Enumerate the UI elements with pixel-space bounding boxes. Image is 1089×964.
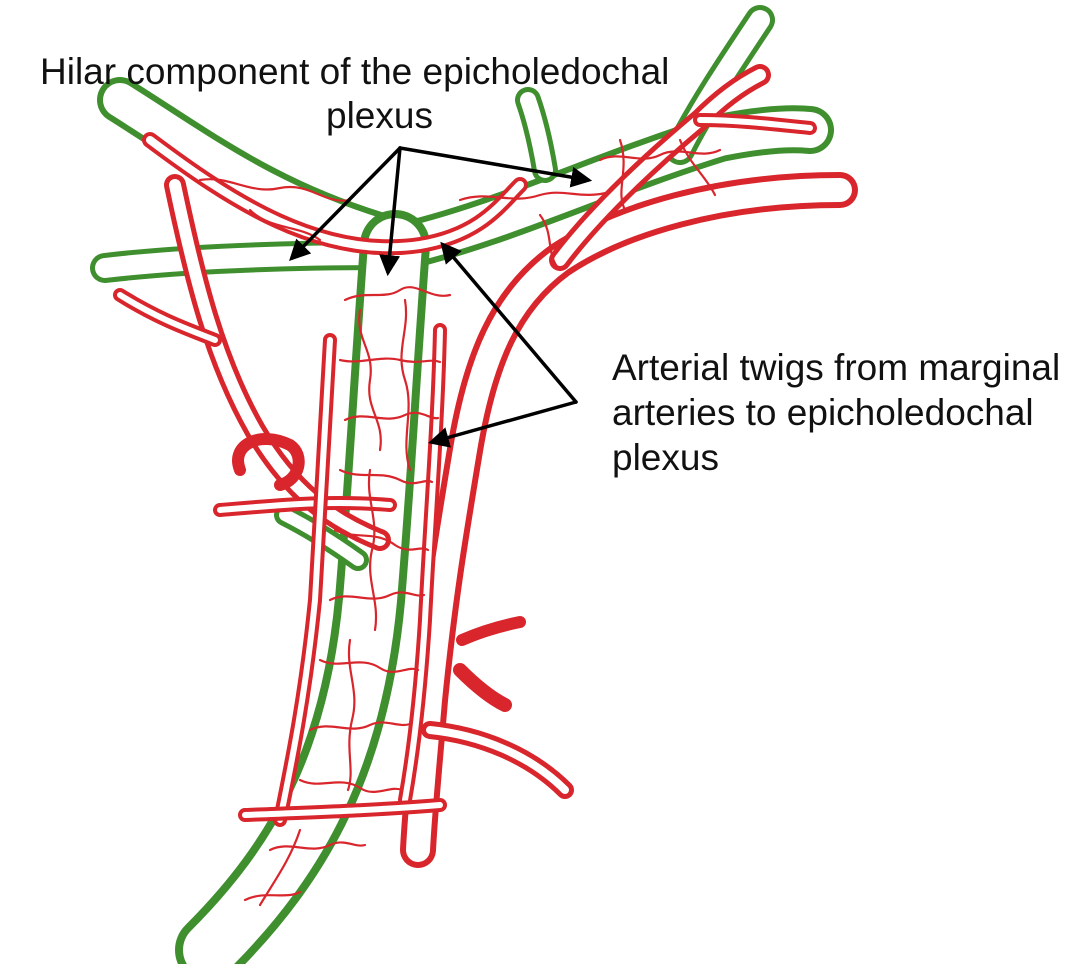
lower-right-artery (430, 730, 565, 790)
right-trunk-stub-1 (460, 670, 505, 705)
arterial-label-line-3: plexus (612, 437, 719, 478)
hilar-label-line-2: plexus (326, 95, 433, 136)
hilar-label-line-1: Hilar component of the epicholedochal (40, 51, 669, 92)
artery-tree (120, 75, 840, 850)
right-trunk-stub-2 (462, 622, 520, 640)
hilar-pointer-right (400, 148, 588, 180)
arterial-label-line-1: Arterial twigs from marginal (612, 347, 1060, 388)
arterial-label-line-2: arteries to epicholedochal (612, 392, 1034, 433)
